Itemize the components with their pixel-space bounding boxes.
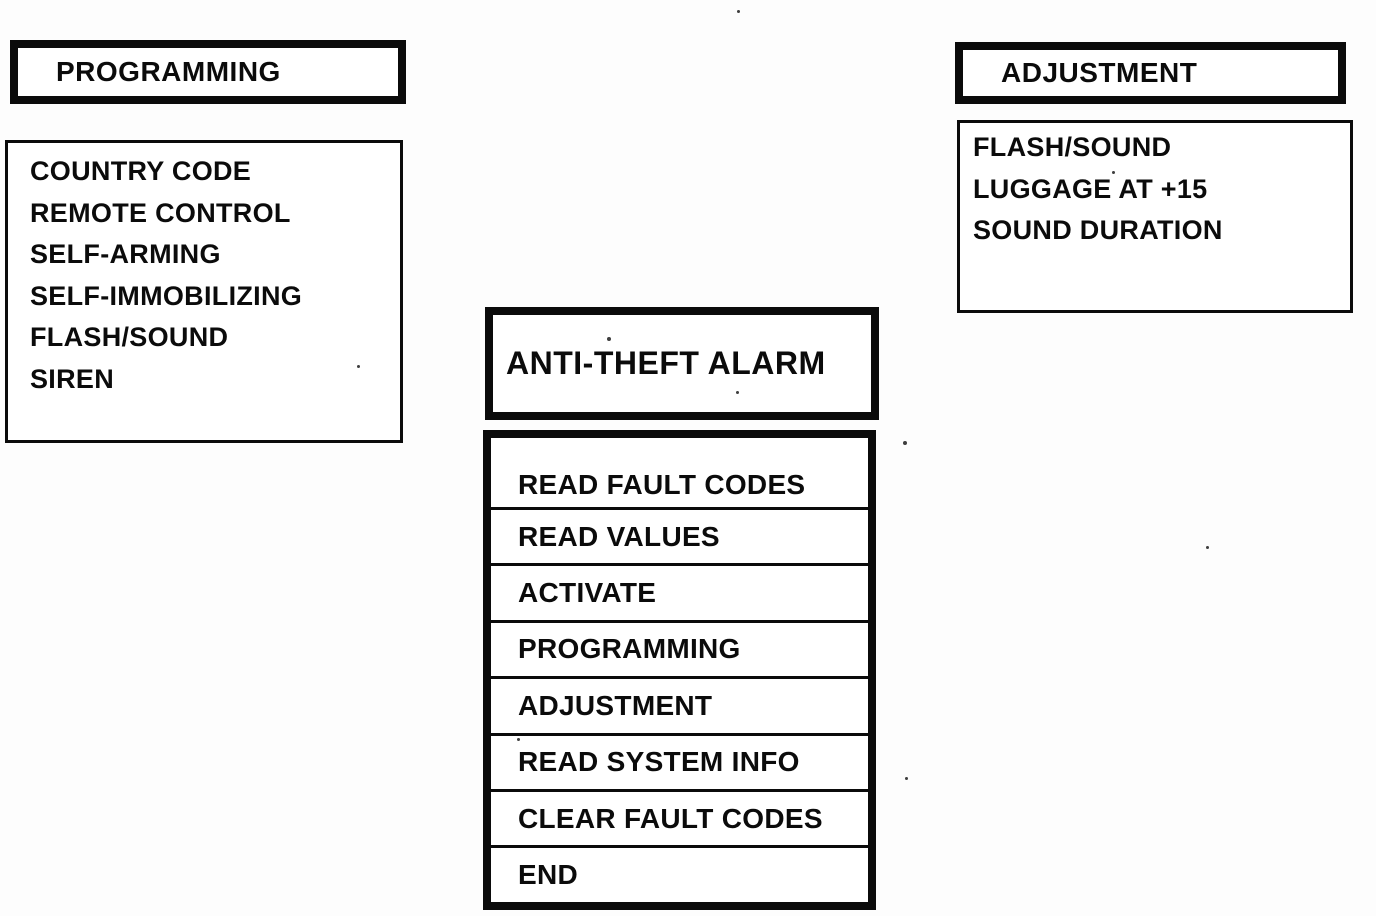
anti-theft-alarm-title-box: ANTI-THEFT ALARM (485, 307, 879, 420)
programming-option: COUNTRY CODE (30, 156, 252, 186)
scan-speckle (1206, 546, 1209, 549)
scan-speckle (903, 441, 907, 445)
adjustment-options-box: FLASH/SOUND LUGGAGE AT +15 SOUND DURATIO… (957, 120, 1353, 313)
programming-option: SELF-ARMING (30, 239, 221, 270)
programming-options-box: COUNTRY CODE REMOTE CONTROL SELF-ARMING … (5, 140, 403, 443)
adjustment-option: FLASH/SOUND (973, 132, 1172, 162)
programming-title: PROGRAMMING (56, 56, 281, 87)
adjustment-title: ADJUSTMENT (1001, 57, 1198, 88)
adjustment-option: LUGGAGE AT +15 (973, 173, 1208, 204)
scan-speckle (737, 10, 740, 13)
menu-item-activate: ACTIVATE (491, 563, 868, 619)
anti-theft-alarm-title: ANTI-THEFT ALARM (506, 345, 826, 381)
scan-speckle (357, 365, 360, 368)
main-menu-box: READ FAULT CODES READ VALUES ACTIVATE PR… (483, 430, 876, 910)
programming-option: SELF-IMMOBILIZING (30, 280, 303, 311)
menu-item-read-fault-codes: READ FAULT CODES (518, 468, 806, 500)
programming-option: FLASH/SOUND (30, 322, 229, 353)
menu-item-programming: PROGRAMMING (491, 619, 868, 676)
menu-item-read-values: READ VALUES (491, 507, 868, 563)
scan-speckle (1112, 171, 1115, 174)
menu-item-adjustment: ADJUSTMENT (491, 676, 868, 732)
scan-speckle (517, 738, 520, 741)
menu-item-clear-fault-codes: CLEAR FAULT CODES (491, 788, 868, 845)
scan-speckle (905, 777, 908, 780)
programming-option: REMOTE CONTROL (30, 197, 291, 228)
programming-option: SIREN (30, 363, 115, 394)
adjustment-option: SOUND DURATION (973, 215, 1223, 246)
programming-header-box: PROGRAMMING (10, 40, 406, 104)
menu-item-read-system-info: READ SYSTEM INFO (491, 732, 868, 789)
scan-speckle (607, 337, 611, 341)
scan-speckle (736, 391, 739, 394)
menu-item-end: END (491, 845, 868, 901)
adjustment-header-box: ADJUSTMENT (955, 42, 1346, 104)
